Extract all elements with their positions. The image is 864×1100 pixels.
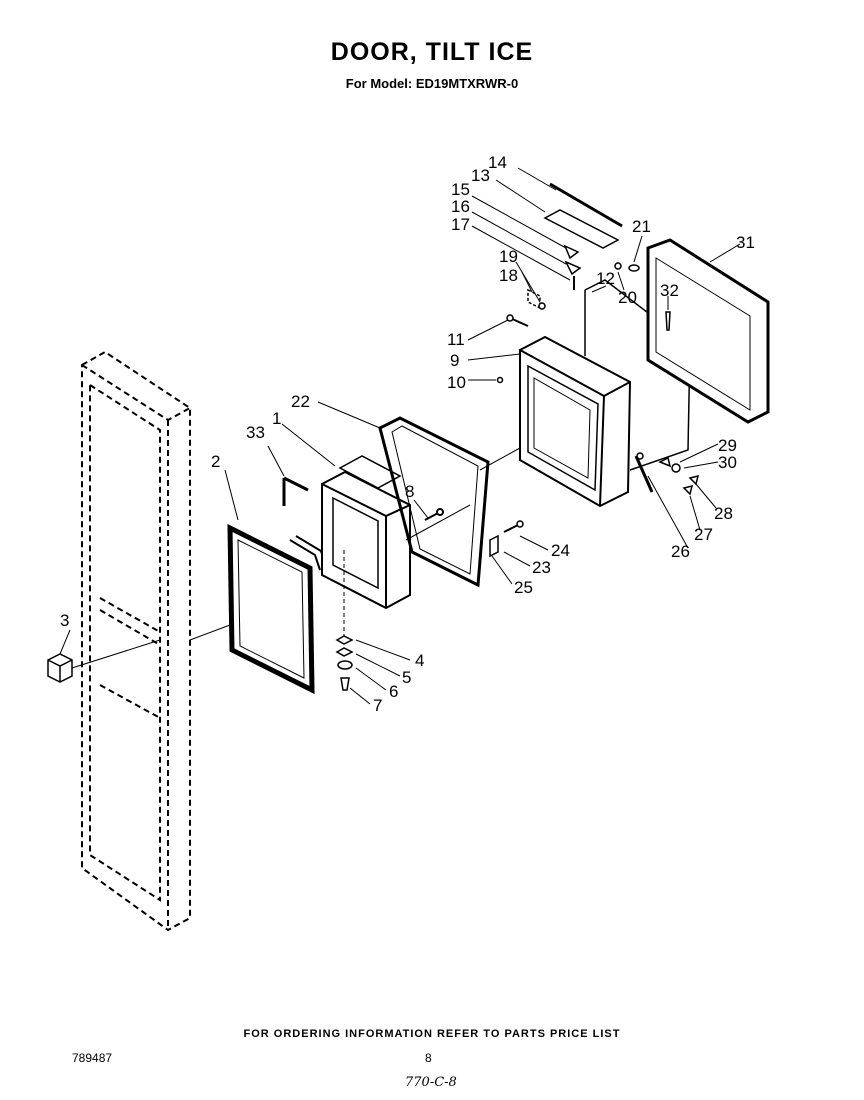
- callout-16: 16: [451, 197, 470, 216]
- callout-32: 32: [660, 281, 679, 300]
- callout-10: 10: [447, 373, 466, 392]
- page-number: 8: [425, 1051, 432, 1065]
- callout-1: 1: [272, 409, 281, 428]
- callout-7: 7: [373, 696, 382, 715]
- callout-labels: 14 13 15 16 17 21 31 19 18 12 20 32 11 9…: [60, 153, 755, 715]
- callout-3: 3: [60, 611, 69, 630]
- callout-22: 22: [291, 392, 310, 411]
- callout-30: 30: [718, 453, 737, 472]
- part-31-outer-panel: [646, 238, 770, 424]
- part-33-key: [282, 476, 309, 506]
- callout-17: 17: [451, 215, 470, 234]
- callout-5: 5: [402, 668, 411, 687]
- callout-2: 2: [211, 452, 220, 471]
- part-2-gasket: [227, 523, 327, 695]
- callout-13: 13: [471, 166, 490, 185]
- parts-23-25-hardware: [489, 520, 524, 558]
- callout-8: 8: [405, 482, 414, 501]
- callout-29: 29: [718, 436, 737, 455]
- callout-23: 23: [532, 558, 551, 577]
- callout-12: 12: [596, 269, 615, 288]
- callout-21: 21: [632, 217, 651, 236]
- parts-4-7-hardware: [335, 550, 354, 691]
- callout-25: 25: [514, 578, 533, 597]
- part-9-door-frame: [519, 335, 632, 508]
- callout-20: 20: [618, 288, 637, 307]
- callout-leaders: [59, 167, 741, 705]
- callout-28: 28: [714, 504, 733, 523]
- parts-18-21-hardware: [527, 262, 671, 331]
- parts-10-11-screws: [496, 314, 529, 384]
- callout-11: 11: [447, 330, 465, 349]
- callout-14: 14: [488, 153, 507, 172]
- callout-26: 26: [671, 542, 690, 561]
- model-subtitle: For Model: ED19MTXRWR-0: [345, 76, 519, 91]
- callout-6: 6: [389, 682, 398, 701]
- callout-15: 15: [451, 180, 470, 199]
- handwritten-code: 770-C-8: [405, 1075, 457, 1090]
- callout-18: 18: [499, 266, 518, 285]
- ordering-info-note: FOR ORDERING INFORMATION REFER TO PARTS …: [243, 1028, 621, 1040]
- part-8-screw: [424, 508, 444, 521]
- page-title: DOOR, TILT ICE: [330, 38, 534, 66]
- callout-19: 19: [499, 247, 518, 266]
- callout-27: 27: [694, 525, 713, 544]
- callout-9: 9: [450, 351, 459, 370]
- part-22-gasket: [378, 416, 490, 588]
- callout-31: 31: [736, 233, 755, 252]
- document-number: 789487: [72, 1051, 113, 1065]
- callout-4: 4: [415, 651, 424, 670]
- parts-26-30-hinge: [634, 452, 700, 496]
- refrigerator-door-outline: [81, 350, 191, 932]
- part-1-housing: [321, 455, 411, 610]
- callout-33: 33: [246, 423, 265, 442]
- part-3-latch: [47, 653, 73, 683]
- parts-13-17-hinge: [543, 182, 623, 290]
- callout-24: 24: [551, 541, 570, 560]
